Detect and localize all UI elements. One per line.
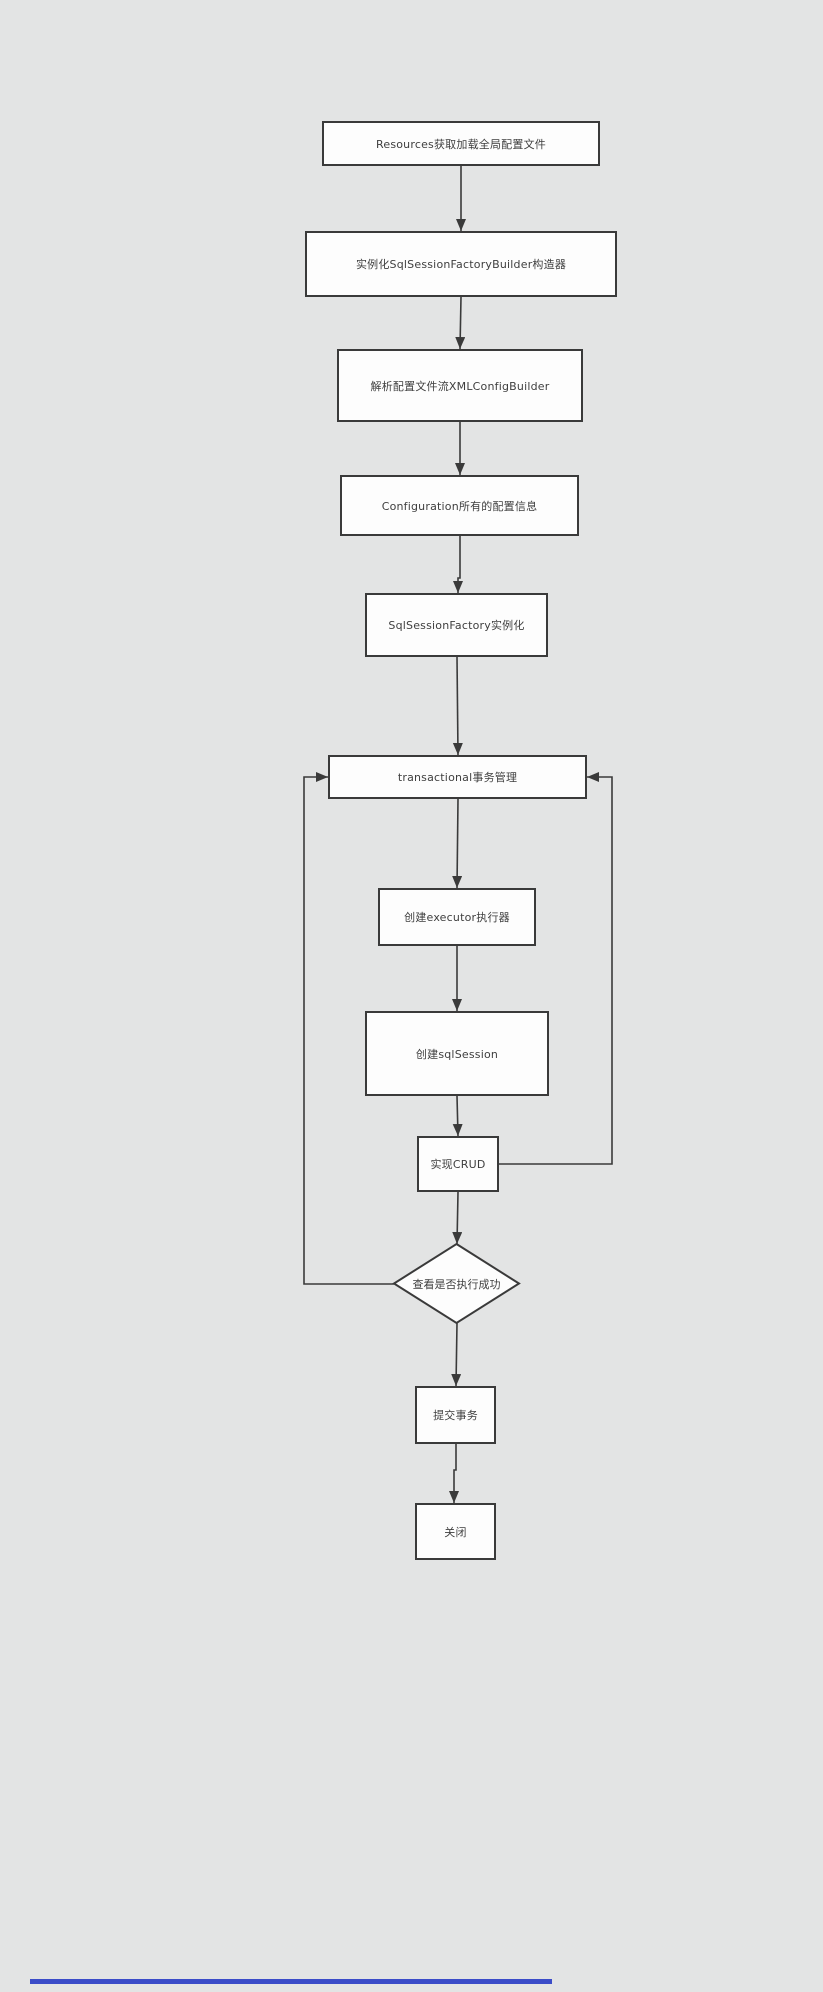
flow-edge-check-to-commit: [451, 1322, 462, 1387]
flow-edge-check-loop-to-transactional: [303, 772, 394, 1285]
flow-edge-transactional-to-executor: [452, 798, 463, 889]
flow-edge-configuration-to-factory: [453, 536, 463, 593]
flow-edge-commit-to-close: [449, 1444, 459, 1503]
bottom-blue-line: [30, 1979, 552, 1984]
flow-edge-factory-to-transactional: [452, 656, 463, 756]
flow-node-shape-check: [392, 1242, 521, 1325]
flow-edge-crud-to-check: [452, 1191, 463, 1245]
flow-edge-crud-loop-to-transactional: [499, 772, 613, 1165]
flow-edge-builder-to-xmlconfig: [455, 296, 466, 350]
flow-edge-sqlsession-to-crud: [452, 1095, 463, 1137]
edge-group: [303, 166, 613, 1503]
shape-group: [392, 1242, 521, 1325]
